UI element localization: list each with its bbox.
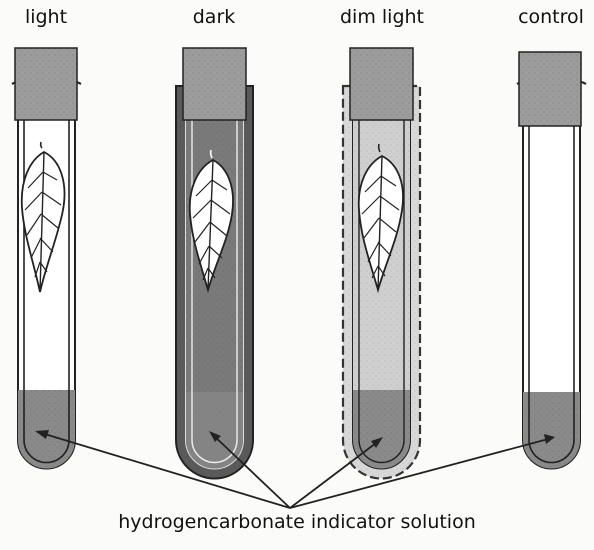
pointer-line-light — [37, 431, 291, 509]
label-control: control — [518, 6, 584, 28]
caption-indicator-solution: hydrogencarbonate indicator solution — [118, 511, 476, 533]
leaf-icon — [357, 143, 404, 294]
label-dark: dark — [192, 6, 236, 28]
pointer-lines — [35, 430, 555, 509]
leaf-icon — [20, 141, 66, 293]
arrowhead-icon — [209, 431, 221, 442]
tube-dim-light — [341, 47, 422, 480]
arrowhead-icon — [371, 437, 383, 448]
tube-control — [516, 51, 587, 470]
pointer-line-dark — [211, 433, 291, 509]
pointer-line-dim — [289, 439, 381, 509]
tube-light — [11, 47, 82, 470]
leaf-icon — [188, 149, 234, 294]
arrowhead-icon — [35, 430, 49, 439]
arrowhead-icon — [544, 434, 555, 444]
label-dim-light: dim light — [340, 6, 424, 28]
tube-dark — [175, 47, 254, 480]
label-light: light — [24, 6, 68, 28]
pointer-line-control — [289, 437, 553, 509]
